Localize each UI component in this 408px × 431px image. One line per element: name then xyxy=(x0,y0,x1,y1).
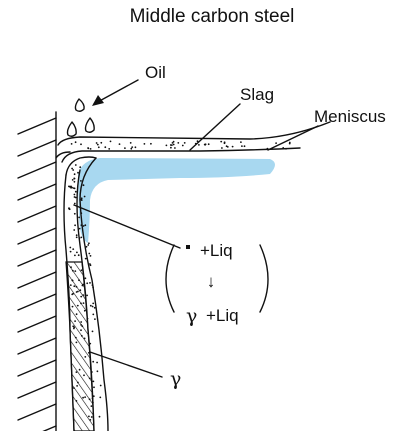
oil-arrowhead-icon xyxy=(92,95,104,106)
slag-label: Slag xyxy=(240,85,274,104)
transition-arrow-icon: ↓ xyxy=(207,272,216,291)
liquid-film xyxy=(78,158,275,243)
slag-leader xyxy=(189,103,241,151)
phase-leader xyxy=(73,204,181,249)
slag-layer xyxy=(57,121,331,163)
gamma-region xyxy=(65,261,95,431)
diagram-title: Middle carbon steel xyxy=(130,6,295,27)
phase-transition: +Liq ↓ γ +Liq xyxy=(165,241,269,327)
oil-drops xyxy=(66,98,95,137)
oil-drop-icon xyxy=(84,117,95,133)
oil-drop-icon xyxy=(74,98,85,112)
mold-wall xyxy=(17,111,57,431)
meniscus-label: Meniscus xyxy=(314,107,386,126)
delta-liq-label: +Liq xyxy=(200,241,233,260)
oil-label: Oil xyxy=(145,63,166,82)
gamma-liq-label: +Liq xyxy=(206,306,239,325)
gamma-leader xyxy=(89,351,163,378)
gamma-symbol: γ xyxy=(186,305,197,327)
gamma-label: γ xyxy=(170,368,181,390)
delta-ferrite-symbol xyxy=(186,245,190,249)
oil-drop-icon xyxy=(66,121,77,137)
meniscus-leader xyxy=(267,125,319,151)
